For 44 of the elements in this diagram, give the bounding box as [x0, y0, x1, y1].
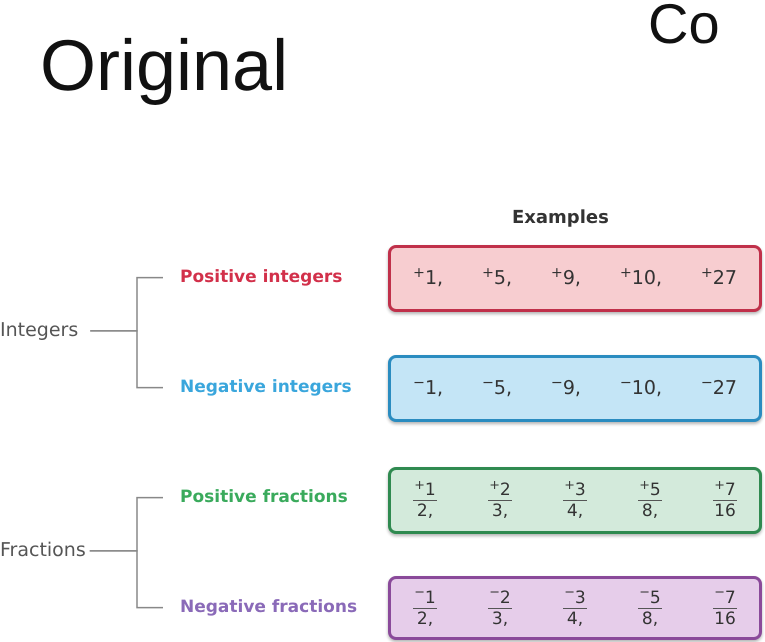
- column-heading: Examples: [512, 206, 609, 230]
- numerator: $^{+}$1: [414, 480, 436, 500]
- bracket-line: [90, 550, 163, 608]
- example-box: [388, 467, 762, 534]
- integer-value: $^{+}$5,: [482, 264, 512, 292]
- denominator: 3,: [492, 608, 508, 628]
- example-box: [388, 355, 762, 422]
- denominator: 3,: [492, 501, 508, 521]
- numerator: $^{−}$2: [489, 588, 511, 608]
- denominator: 4,: [566, 501, 584, 521]
- integer-value: $^{+}$27: [700, 264, 737, 292]
- heading: Co: [648, 0, 720, 52]
- example-box: [388, 576, 762, 640]
- integer-value: $^{−}$27: [700, 374, 737, 402]
- numerator: $^{−}$5: [639, 588, 661, 608]
- numerator: $^{+}$7: [714, 480, 736, 500]
- example-box: [388, 245, 762, 312]
- integer-value: $^{−}$1,: [413, 374, 444, 402]
- category-label: Fractions: [0, 539, 90, 563]
- numerator: $^{+}$3: [564, 480, 586, 500]
- numerator: $^{−}$3: [564, 588, 586, 608]
- integer-value: $^{+}$1,: [413, 264, 444, 292]
- bracket-line: [90, 330, 163, 388]
- denominator: 2,: [416, 501, 434, 521]
- numerator: $^{+}$5: [639, 480, 661, 500]
- numerator: $^{−}$7: [714, 588, 736, 608]
- denominator: 4,: [566, 608, 584, 628]
- integer-value: $^{−}$9,: [550, 374, 581, 402]
- denominator: 8,: [642, 501, 658, 521]
- numerator: $^{−}$1: [414, 588, 436, 608]
- category-label: Integers: [0, 319, 90, 343]
- denominator: 16: [714, 608, 736, 628]
- denominator: 2,: [416, 608, 434, 628]
- subcategory-label: Positive integers: [163, 267, 342, 288]
- denominator: 16: [714, 501, 736, 521]
- denominator: 8,: [642, 608, 658, 628]
- subcategory-label: Positive fractions: [163, 487, 348, 508]
- integer-value: $^{+}$9,: [550, 264, 581, 292]
- integer-value: $^{−}$5,: [482, 374, 512, 402]
- subcategory-label: Negative integers: [163, 377, 352, 398]
- subcategory-label: Negative fractions: [163, 597, 358, 618]
- numerator: $^{+}$2: [489, 480, 511, 500]
- integer-value: $^{+}$10,: [620, 264, 662, 292]
- integer-value: $^{−}$10,: [620, 374, 662, 402]
